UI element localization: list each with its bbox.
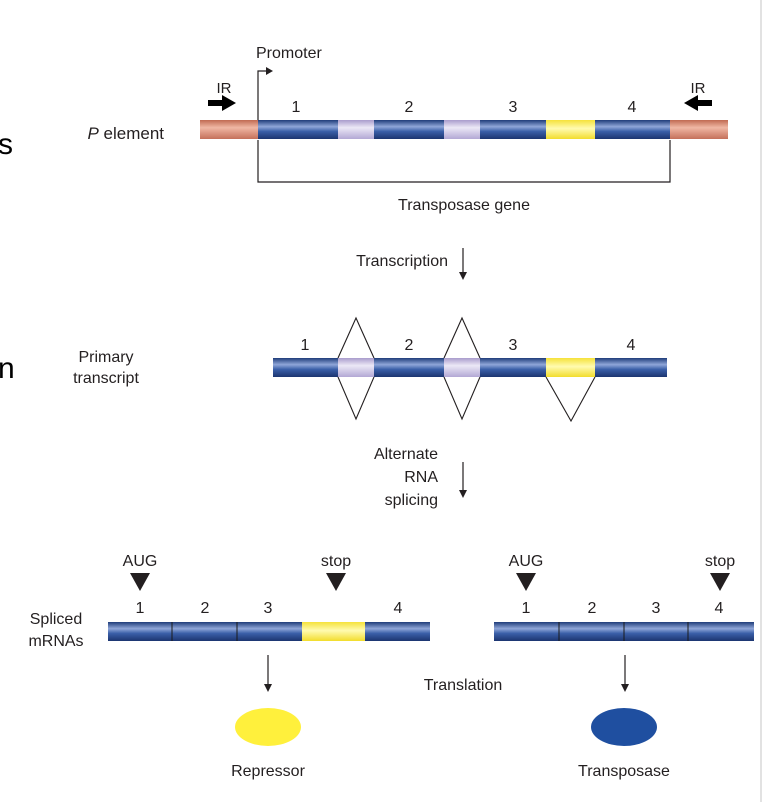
splice-diamond-2 bbox=[443, 316, 481, 421]
transposase-gene-label: Transposase gene bbox=[398, 197, 530, 214]
right-stop-triangle-icon bbox=[710, 573, 730, 591]
splicing-label-2: RNA bbox=[404, 469, 438, 486]
promoter-label: Promoter bbox=[256, 45, 322, 62]
pt-exon-1 bbox=[273, 358, 338, 377]
ir-right-arrow-icon bbox=[684, 95, 712, 111]
right-exon-4 bbox=[688, 622, 754, 641]
p-exon-4 bbox=[595, 120, 670, 139]
pt-intron-3 bbox=[546, 358, 595, 377]
splice-diamond-1 bbox=[337, 316, 375, 421]
edge-text-1: s bbox=[0, 128, 13, 161]
p-exon-number-3: 3 bbox=[509, 99, 518, 116]
p-exon-3 bbox=[480, 120, 546, 139]
pt-exon-number-2: 2 bbox=[405, 337, 414, 354]
left-exon-number-3: 3 bbox=[264, 600, 273, 617]
primary-transcript-label-1: Primary bbox=[78, 349, 133, 366]
left-exon-2 bbox=[172, 622, 237, 641]
pt-exon-number-4: 4 bbox=[627, 337, 636, 354]
edge-text-2: n bbox=[0, 352, 15, 385]
transcription-arrow-icon bbox=[459, 272, 467, 280]
mrna-right: 1 2 3 4 AUG stop Transposase bbox=[494, 553, 754, 780]
p-exon-1 bbox=[258, 120, 338, 139]
left-exon-number-1: 1 bbox=[136, 600, 145, 617]
transposase-label: Transposase bbox=[578, 763, 670, 780]
left-aug-triangle-icon bbox=[130, 573, 150, 591]
right-aug-triangle-icon bbox=[516, 573, 536, 591]
pt-intron-1 bbox=[338, 358, 374, 377]
p-element-label-prefix: P bbox=[87, 124, 99, 143]
left-exon-1 bbox=[108, 622, 172, 641]
promoter-arrow-line bbox=[257, 70, 268, 120]
p-exon-2 bbox=[374, 120, 444, 139]
ir-left-label: IR bbox=[217, 80, 232, 97]
mrna-left: 1 2 3 4 AUG stop Repressor bbox=[108, 553, 430, 780]
p-intron-1 bbox=[338, 120, 374, 139]
p-exon-number-1: 1 bbox=[292, 99, 301, 116]
transcription-label: Transcription bbox=[356, 253, 448, 270]
left-stop-label: stop bbox=[321, 553, 351, 570]
right-exon-number-1: 1 bbox=[522, 600, 531, 617]
splicing-arrow-icon bbox=[459, 490, 467, 498]
pt-exon-3 bbox=[480, 358, 546, 377]
right-exon-number-2: 2 bbox=[588, 600, 597, 617]
ir-right-segment bbox=[670, 120, 728, 139]
promoter-arrow-icon bbox=[266, 67, 273, 75]
pt-exon-number-1: 1 bbox=[301, 337, 310, 354]
ir-right-label: IR bbox=[691, 80, 706, 97]
left-exon-number-4: 4 bbox=[394, 600, 403, 617]
left-exon-3 bbox=[237, 622, 302, 641]
right-stop-label: stop bbox=[705, 553, 735, 570]
right-aug-label: AUG bbox=[509, 553, 544, 570]
splicing-step: Alternate RNA splicing bbox=[374, 446, 467, 509]
pt-exon-4 bbox=[595, 358, 667, 377]
left-stop-triangle-icon bbox=[326, 573, 346, 591]
translation-label: Translation bbox=[424, 677, 503, 694]
transposase-protein bbox=[591, 708, 657, 746]
right-exon-2 bbox=[559, 622, 624, 641]
spliced-label-1: Spliced bbox=[30, 611, 82, 628]
transposase-gene-bracket bbox=[257, 140, 671, 183]
ir-left-segment bbox=[200, 120, 258, 139]
left-aug-label: AUG bbox=[123, 553, 158, 570]
left-retained-intron bbox=[302, 622, 365, 641]
p-exon-number-2: 2 bbox=[405, 99, 414, 116]
repressor-protein bbox=[235, 708, 301, 746]
p-intron-2 bbox=[444, 120, 480, 139]
pt-exon-2 bbox=[374, 358, 444, 377]
pt-intron-2 bbox=[444, 358, 480, 377]
p-element-label-word: element bbox=[104, 124, 165, 143]
p-intron-3 bbox=[546, 120, 595, 139]
left-exon-number-2: 2 bbox=[201, 600, 210, 617]
splice-v-3 bbox=[545, 376, 596, 423]
left-translation-arrow-icon bbox=[264, 684, 272, 692]
p-element-label: P element bbox=[87, 124, 164, 143]
spliced-mrnas-row: Spliced mRNAs 1 2 3 4 AUG stop Repressor bbox=[28, 553, 754, 780]
right-exon-3 bbox=[624, 622, 688, 641]
splicing-label-3: splicing bbox=[385, 492, 438, 509]
primary-transcript-row: Primary transcript 1 2 3 4 bbox=[73, 316, 667, 423]
right-translation-arrow-icon bbox=[621, 684, 629, 692]
right-exon-number-3: 3 bbox=[652, 600, 661, 617]
pt-exon-number-3: 3 bbox=[509, 337, 518, 354]
p-exon-number-4: 4 bbox=[628, 99, 637, 116]
transcription-step: Transcription bbox=[356, 248, 467, 280]
p-element-row: P element 1 2 3 4 IR IR Promoter Transpo… bbox=[87, 45, 728, 214]
primary-transcript-label-2: transcript bbox=[73, 370, 139, 387]
spliced-label-2: mRNAs bbox=[28, 633, 83, 650]
right-exon-1 bbox=[494, 622, 559, 641]
ir-left-arrow-icon bbox=[208, 95, 236, 111]
splicing-label-1: Alternate bbox=[374, 446, 438, 463]
right-exon-number-4: 4 bbox=[715, 600, 724, 617]
repressor-label: Repressor bbox=[231, 763, 305, 780]
left-exon-4 bbox=[365, 622, 430, 641]
